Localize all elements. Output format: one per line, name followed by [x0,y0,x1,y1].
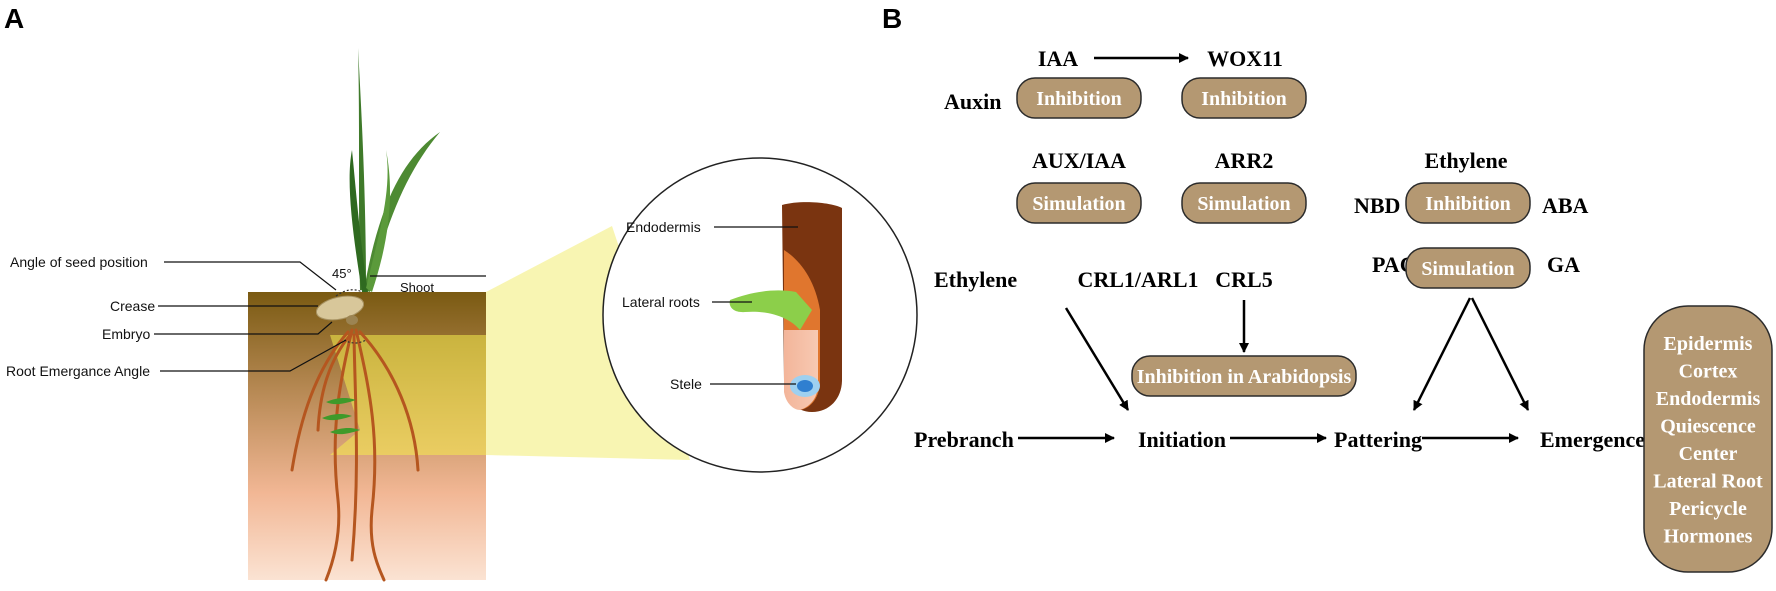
pill-arabidopsis-text: Inhibition in Arabidopsis [1137,366,1352,388]
node-prebranch: Prebranch [914,427,1014,452]
panel-a-letter: A [4,3,24,34]
node-nbd: NBD [1354,193,1400,218]
node-ga: GA [1547,252,1580,277]
pill-auxin-inhibition-1-text: Inhibition [1036,88,1122,110]
embryo-shape [346,315,358,325]
root-angle-arc [343,339,367,344]
node-crl1: CRL1/ARL1 [1077,267,1198,292]
node-emergence: Emergence [1540,427,1645,452]
pill-ethylene-inhibition-text: Inhibition [1425,193,1511,215]
node-ethylene-top: Ethylene [1424,148,1507,173]
node-auxin: Auxin [944,89,1001,114]
highlight-region [330,335,486,455]
pill-ethylene-simulation-text: Simulation [1421,258,1514,280]
node-pattering: Pattering [1334,427,1422,452]
tissue-stack-item: Lateral Root [1653,471,1763,493]
label-crease: Crease [110,298,155,314]
tissue-stack-item: Quiescence [1660,416,1756,438]
tissue-stack-item: Pericycle [1669,498,1747,520]
pill-auxin-inhibition-2 [1181,77,1307,119]
tissue-stack-item: Hormones [1664,526,1753,548]
arrow-ethylene-emergence [1470,297,1530,411]
seed [315,295,365,321]
node-aba: ABA [1542,193,1589,218]
node-aux-iaa: AUX/IAA [1032,148,1126,173]
node-crl5: CRL5 [1215,267,1272,292]
panel-b-letter: B [882,3,902,34]
roots [290,328,420,582]
sprout-3 [330,428,360,435]
label-shoot: Shoot [400,280,434,295]
root-cross-section [782,202,842,412]
pill-simulation-2-text: Simulation [1197,193,1290,215]
seed-angle-arc [335,289,363,297]
callout-lines [154,261,486,372]
node-ethylene-left: Ethylene [934,267,1017,292]
pill-arabidopsis [1131,355,1357,397]
node-arr2: ARR2 [1215,148,1274,173]
pill-ethylene-inhibition [1405,182,1531,224]
tissue-stack-item: Endodermis [1656,388,1761,410]
node-iaa: IAA [1038,46,1078,71]
tissue-stack-item: Epidermis [1664,333,1753,355]
panel-b: B IAA WOX11 Auxin Inhibition Inhibition … [882,3,1773,573]
pill-simulation-1 [1016,182,1142,224]
label-endodermis: Endodermis [626,219,701,235]
tissue-stack-item: Center [1679,443,1738,465]
pill-auxin-inhibition-2-text: Inhibition [1201,88,1287,110]
panel-a: A [4,3,918,582]
tissue-stack-box [1643,305,1773,573]
sprout-1 [326,398,356,405]
label-root-emergence: Root Emergance Angle [6,363,150,379]
node-wox11: WOX11 [1207,46,1283,71]
magnify-circle [602,157,918,473]
pill-auxin-inhibition-1 [1016,77,1142,119]
pill-simulation-1-text: Simulation [1032,193,1125,215]
label-angle-value: 45° [332,266,352,281]
arrow-crl1-initiation [1064,307,1130,411]
shoot-leaves [349,48,440,292]
sprout-2 [322,414,352,421]
label-embryo: Embryo [102,326,150,342]
tissue-stack-item: Cortex [1679,361,1738,383]
lateral-root-shape [729,290,812,330]
arrow-ethylene-pattering [1412,297,1472,411]
node-initiation: Initiation [1138,427,1226,452]
tissue-stack-list: EpidermisCortexEndodermisQuiescenceCente… [1653,333,1763,548]
label-stele: Stele [670,376,702,392]
pill-simulation-2 [1181,182,1307,224]
label-lateral-roots: Lateral roots [622,294,700,310]
pill-ethylene-simulation [1405,247,1531,289]
label-angle-seed: Angle of seed position [10,254,148,270]
circle-callout-lines [710,226,798,385]
